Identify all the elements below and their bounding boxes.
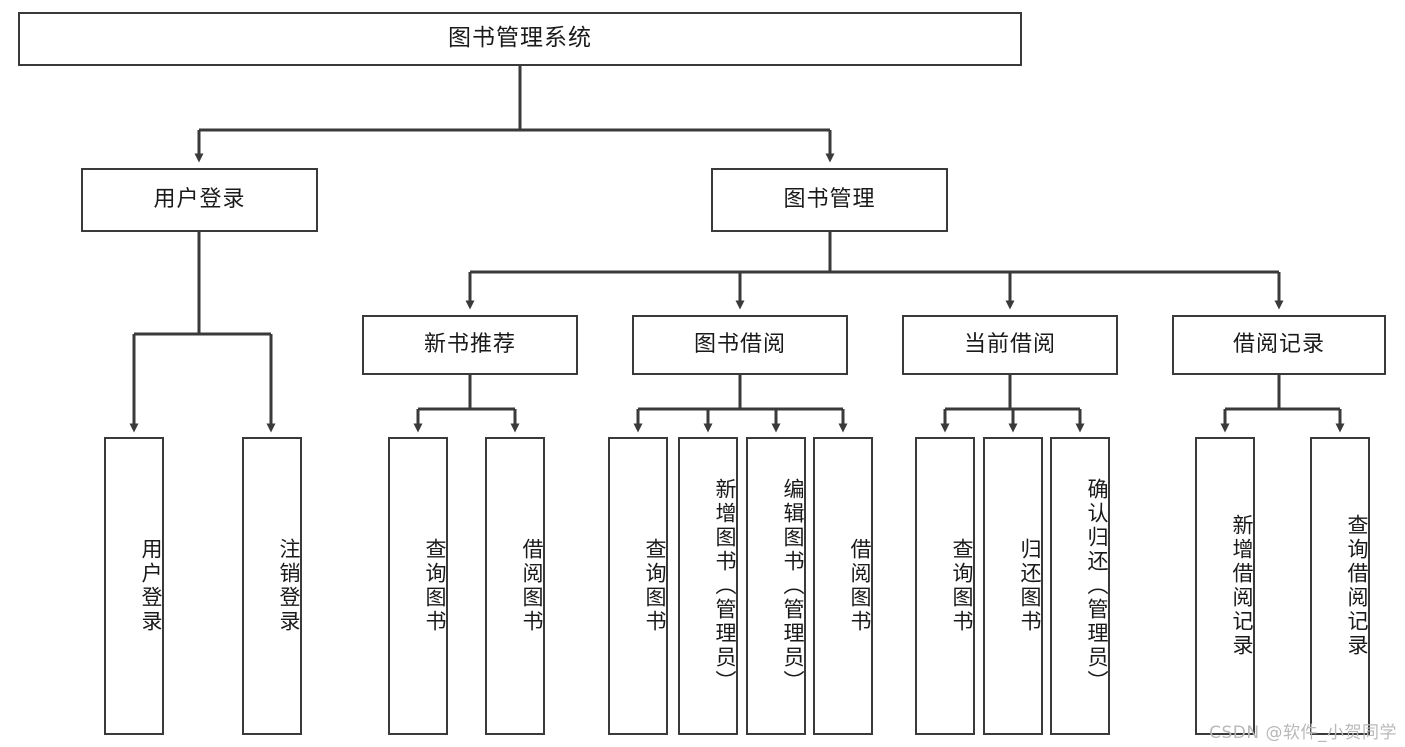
leaf-add-borrow-record[interactable]: 新增借阅记录 bbox=[1195, 437, 1255, 735]
node-label: 图书管理系统 bbox=[448, 25, 592, 52]
csdn-watermark: CSDN @软件_小贺同学 bbox=[1209, 723, 1397, 743]
leaf-query-books-borrow[interactable]: 查询图书 bbox=[608, 437, 668, 735]
leaf-borrow-books[interactable]: 借阅图书 bbox=[813, 437, 873, 735]
node-label: 查询图书 bbox=[950, 538, 974, 634]
leaf-add-book-admin[interactable]: 新增图书（管理员） bbox=[678, 437, 738, 735]
node-book-management[interactable]: 图书管理 bbox=[711, 168, 948, 232]
node-label: 当前借阅 bbox=[963, 331, 1056, 357]
node-label: 用户登录 bbox=[153, 186, 246, 212]
node-label: 图书管理 bbox=[783, 186, 876, 212]
node-label: 查询图书 bbox=[643, 538, 667, 634]
node-label: 查询借阅记录 bbox=[1345, 514, 1369, 658]
node-label: 注销登录 bbox=[277, 538, 301, 634]
node-label: 归还图书 bbox=[1018, 538, 1042, 634]
node-user-login[interactable]: 用户登录 bbox=[81, 168, 318, 232]
node-root-book-management-system[interactable]: 图书管理系统 bbox=[18, 12, 1022, 66]
leaf-edit-book-admin[interactable]: 编辑图书（管理员） bbox=[746, 437, 806, 735]
leaf-return-books[interactable]: 归还图书 bbox=[983, 437, 1043, 735]
node-new-book-recommendation[interactable]: 新书推荐 bbox=[362, 315, 578, 375]
leaf-user-login[interactable]: 用户登录 bbox=[104, 437, 164, 735]
node-label: 图书借阅 bbox=[693, 331, 786, 357]
leaf-logout[interactable]: 注销登录 bbox=[242, 437, 302, 735]
leaf-borrow-books-new[interactable]: 借阅图书 bbox=[485, 437, 545, 735]
node-label: 确认归还（管理员） bbox=[1085, 478, 1109, 694]
node-current-borrowing[interactable]: 当前借阅 bbox=[902, 315, 1118, 375]
node-label: 用户登录 bbox=[139, 538, 163, 634]
node-label: 新增图书（管理员） bbox=[713, 478, 737, 694]
node-label: 新增借阅记录 bbox=[1230, 514, 1254, 658]
node-label: 编辑图书（管理员） bbox=[781, 478, 805, 694]
node-label: 新书推荐 bbox=[423, 331, 516, 357]
node-book-borrowing[interactable]: 图书借阅 bbox=[632, 315, 848, 375]
leaf-query-borrow-record[interactable]: 查询借阅记录 bbox=[1310, 437, 1370, 735]
leaf-query-books-current[interactable]: 查询图书 bbox=[915, 437, 975, 735]
node-label: 查询图书 bbox=[423, 538, 447, 634]
node-label: 借阅记录 bbox=[1232, 331, 1325, 357]
leaf-query-books-new[interactable]: 查询图书 bbox=[388, 437, 448, 735]
node-label: 借阅图书 bbox=[848, 538, 872, 634]
node-label: 借阅图书 bbox=[520, 538, 544, 634]
leaf-confirm-return-admin[interactable]: 确认归还（管理员） bbox=[1050, 437, 1110, 735]
node-borrowing-records[interactable]: 借阅记录 bbox=[1172, 315, 1386, 375]
